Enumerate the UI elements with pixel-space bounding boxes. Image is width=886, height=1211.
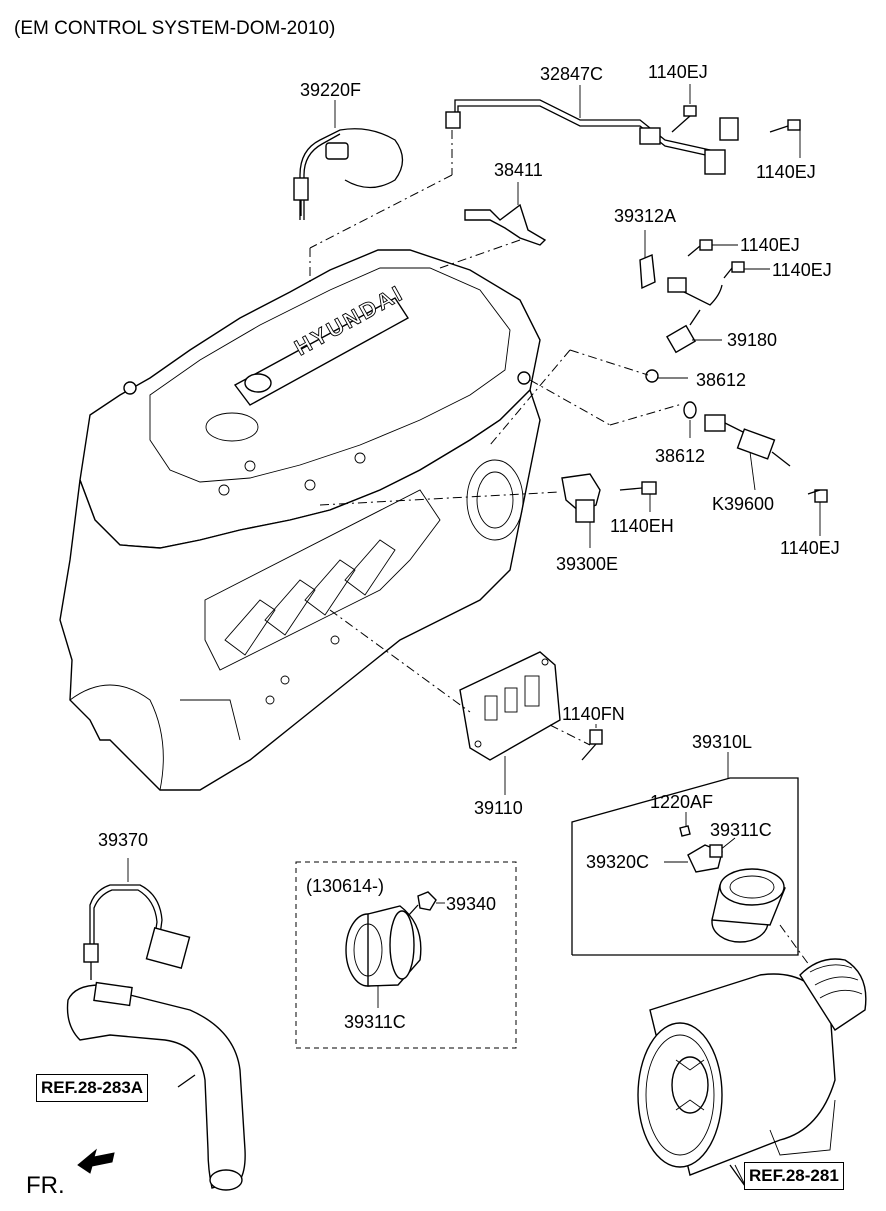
label-39110: 39110: [474, 798, 523, 818]
hose-39370: [66, 858, 246, 1191]
sensor-39320C: [664, 844, 723, 873]
engine-block: [59, 249, 541, 791]
bolt-1140EH: [619, 481, 657, 512]
label-1140FN: 1140FN: [562, 704, 625, 724]
air-flow-sensor-39311C-b: [345, 905, 422, 1008]
screw-1220AF: [679, 812, 691, 837]
label-39311C-a: 39311C: [710, 820, 772, 840]
label-1140EJ-d: 1140EJ: [772, 260, 832, 280]
bolt-1140EJ-a: [671, 84, 697, 133]
label-39312A: 39312A: [614, 206, 677, 226]
o-ring-38612-a: [645, 369, 688, 383]
ref-28-283A[interactable]: REF.28-283A: [36, 1074, 149, 1102]
sensor-39340: [407, 891, 445, 917]
ecu-39110: [459, 651, 561, 795]
diagram-title: (EM CONTROL SYSTEM-DOM-2010): [14, 18, 336, 39]
label-1140EH: 1140EH: [610, 516, 674, 536]
air-cleaner: [637, 958, 867, 1186]
label-1140EJ-c: 1140EJ: [740, 235, 800, 255]
label-130614: (130614-): [306, 876, 385, 896]
variant-box: [295, 861, 517, 1049]
sensor-39300E: [561, 473, 601, 548]
label-39370: 39370: [98, 830, 149, 850]
front-direction-label: FR.: [26, 1172, 65, 1199]
leader-lines: [309, 130, 821, 981]
air-flow-sensor-39311C-a: [711, 837, 786, 943]
sensor-39312A: [639, 230, 656, 290]
label-32847C: 32847C: [540, 64, 604, 84]
label-39311C-b: 39311C: [344, 1012, 406, 1032]
label-1140EJ-b: 1140EJ: [756, 162, 816, 182]
front-arrow-icon: [77, 1148, 115, 1174]
assembly-box-39310L: [571, 752, 799, 956]
bracket-38411: [464, 182, 547, 246]
ref-b-leader: [729, 1164, 746, 1187]
bolt-1140EJ-c: [687, 239, 738, 257]
oxygen-sensor-39220F: [293, 100, 404, 220]
bolt-1140EJ-e: [807, 489, 828, 536]
label-39300E: 39300E: [556, 554, 619, 574]
label-1140EJ-e: 1140EJ: [780, 538, 840, 558]
o-ring-38612-b: [683, 401, 697, 438]
label-1220AF: 1220AF: [650, 792, 714, 812]
label-39320C: 39320C: [586, 852, 650, 872]
sensor-K39600: [704, 414, 791, 491]
label-38411: 38411: [494, 160, 543, 180]
vacuum-pipe-32847C: [445, 85, 739, 175]
label-K39600: K39600: [712, 494, 775, 514]
ref-28-281[interactable]: REF.28-281: [744, 1162, 844, 1190]
label-38612-b: 38612: [655, 446, 706, 466]
bolt-1140EJ-d: [723, 261, 770, 279]
ref-a-leader: [177, 1074, 196, 1088]
sensor-39180: [666, 277, 723, 354]
label-39310L: 39310L: [692, 732, 753, 752]
label-39220F: 39220F: [300, 80, 362, 100]
label-39180: 39180: [727, 330, 778, 350]
label-38612-a: 38612: [696, 370, 747, 390]
label-1140EJ-a: 1140EJ: [648, 62, 708, 82]
bolt-1140FN: [581, 724, 603, 761]
bolt-1140EJ-b: [769, 119, 801, 158]
label-39340: 39340: [446, 894, 497, 914]
